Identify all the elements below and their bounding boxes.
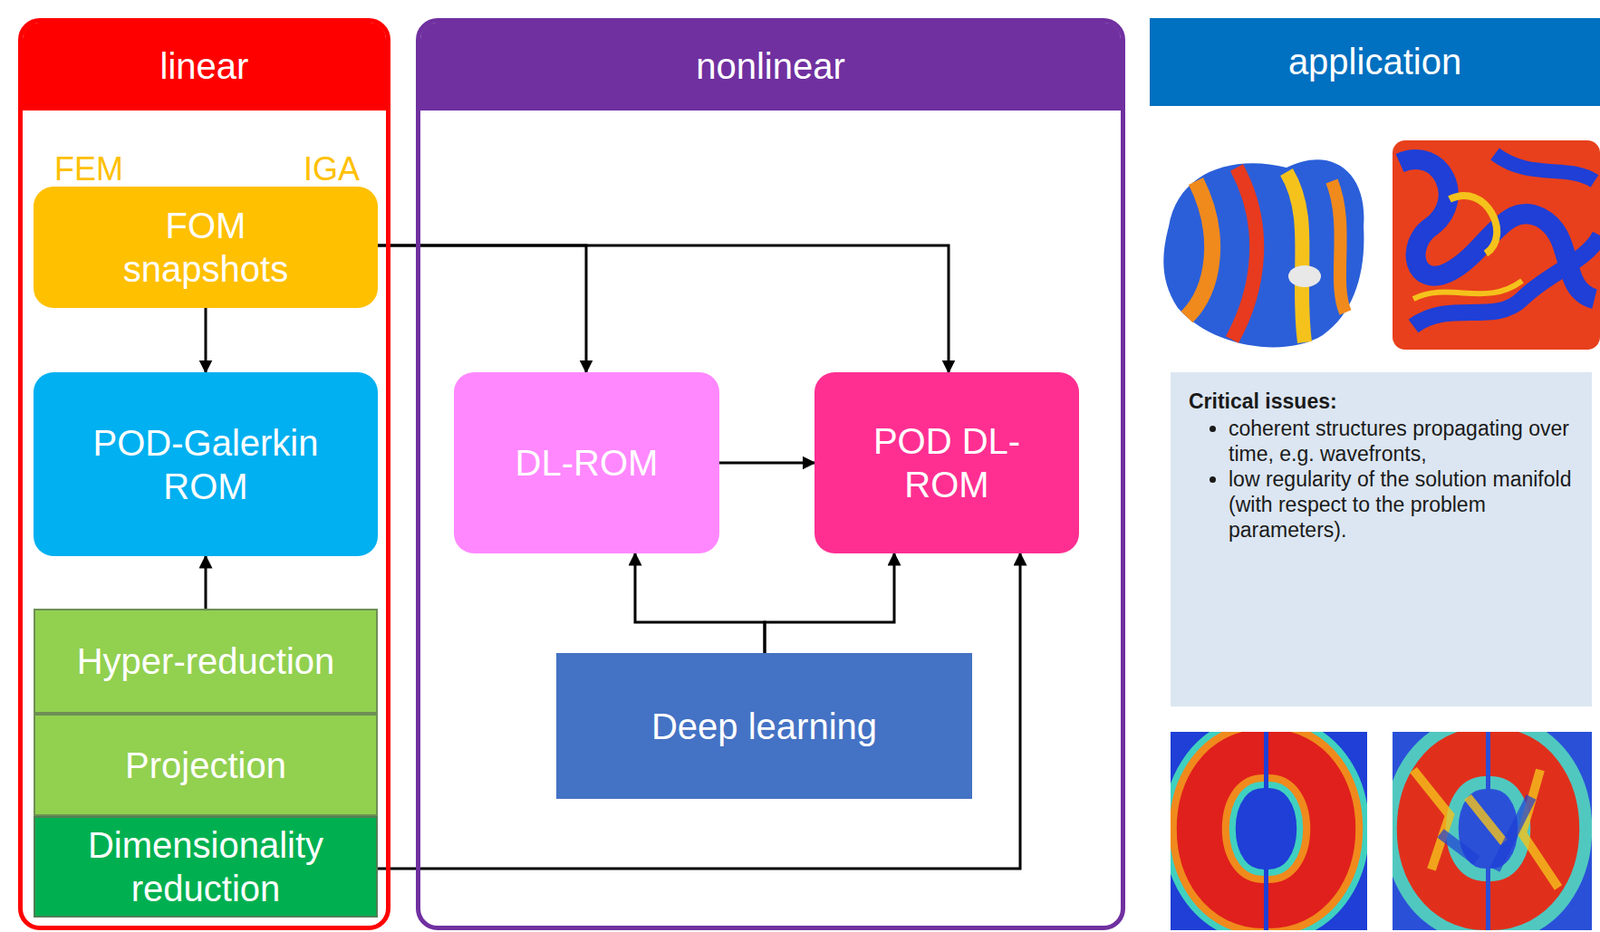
- connector-arrow: [635, 553, 765, 654]
- panel-header: application: [1149, 18, 1600, 107]
- connector-arrow: [377, 553, 1021, 869]
- box-label: Hyper-reduction: [77, 639, 336, 684]
- deep-learning-box: Deep learning: [556, 653, 973, 800]
- issue-item: coherent structures propagating over tim…: [1228, 415, 1576, 467]
- connector-arrow: [719, 462, 815, 465]
- box-label: FOM snapshots: [87, 203, 324, 291]
- method-box: Dimensionality reduction: [33, 816, 378, 918]
- dlrom-box: DL-ROM: [453, 372, 720, 554]
- panel-header: linear: [22, 22, 386, 111]
- connector-arrow: [204, 308, 208, 373]
- noisy-wavefront-illustration: [1392, 732, 1592, 931]
- issues-box: Critical issues:coherent structures prop…: [1170, 372, 1592, 707]
- issues-heading: Critical issues:: [1188, 388, 1576, 415]
- box-label: POD DL-ROM: [842, 419, 1051, 507]
- issue-item: low regularity of the solution manifold …: [1228, 466, 1576, 543]
- panel-application: applicationCritical issues:coherent stru…: [1149, 18, 1600, 931]
- box-label: Projection: [125, 743, 287, 788]
- box-label: Dimensionality reduction: [51, 823, 360, 911]
- method-tag: IGA: [303, 150, 360, 189]
- rom-box: POD-Galerkin ROM: [33, 372, 378, 557]
- pod-dlrom-box: POD DL-ROM: [814, 372, 1080, 554]
- connector-arrow: [764, 553, 895, 654]
- heart-illustration: [1163, 159, 1364, 347]
- box-label: POD-Galerkin ROM: [60, 421, 351, 509]
- box-label: Deep learning: [651, 704, 878, 749]
- method-tag: FEM: [54, 150, 124, 189]
- wavefront-illustration: [1170, 732, 1368, 931]
- fom-box: FOM snapshots: [33, 186, 378, 309]
- spiral-wave-illustration: [1392, 140, 1600, 350]
- panel-nonlinear: nonlinearDL-ROM POD DL-ROM Deep learning: [415, 18, 1126, 931]
- connector-arrow: [204, 556, 208, 609]
- box-label: DL-ROM: [515, 441, 659, 485]
- connector-arrow: [377, 245, 587, 373]
- issues-list: coherent structures propagating over tim…: [1188, 415, 1576, 543]
- connector-arrow: [377, 245, 949, 373]
- method-box: Hyper-reduction: [33, 608, 378, 714]
- method-box: Projection: [33, 713, 378, 817]
- panel-header: nonlinear: [420, 22, 1121, 111]
